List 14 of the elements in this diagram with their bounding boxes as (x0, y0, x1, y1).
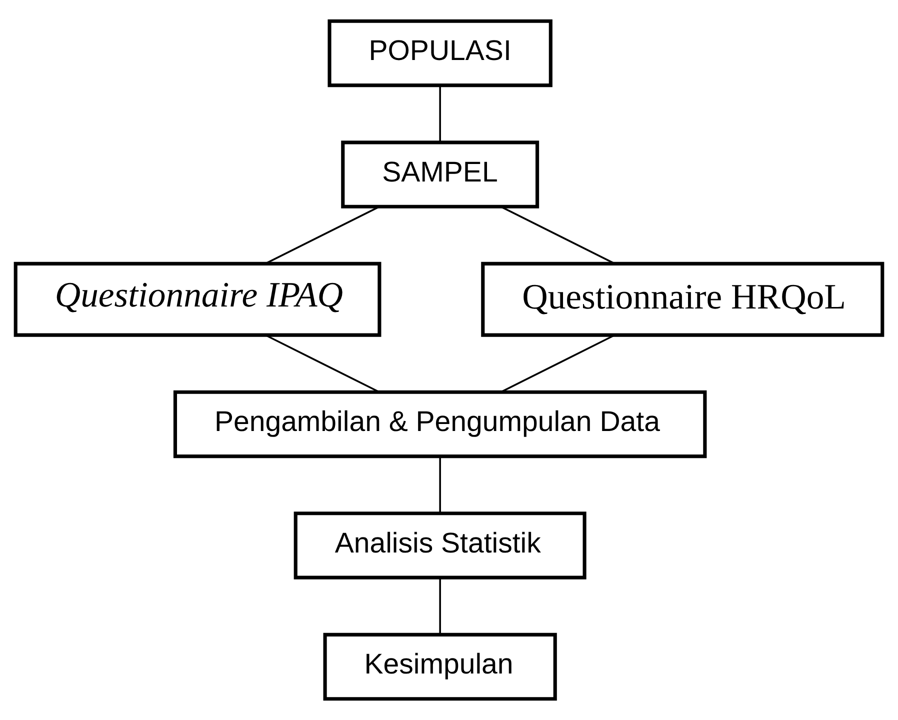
node-box: POPULASI (328, 19, 552, 88)
connector (500, 334, 615, 393)
connector (439, 86, 441, 142)
node-box: SAMPEL (341, 140, 540, 208)
connector (500, 206, 616, 264)
connector (439, 578, 441, 634)
node-box: Kesimpulan (323, 632, 557, 701)
node-box: Questionnaire HRQoL (481, 262, 884, 337)
node-box: Questionnaire IPAQ (14, 262, 382, 337)
node-box: Analisis Statistik (294, 512, 586, 580)
connector (265, 334, 380, 393)
node-box: Pengambilan & Pengumpulan Data (173, 390, 707, 458)
connector (265, 206, 380, 264)
connector (439, 456, 441, 513)
